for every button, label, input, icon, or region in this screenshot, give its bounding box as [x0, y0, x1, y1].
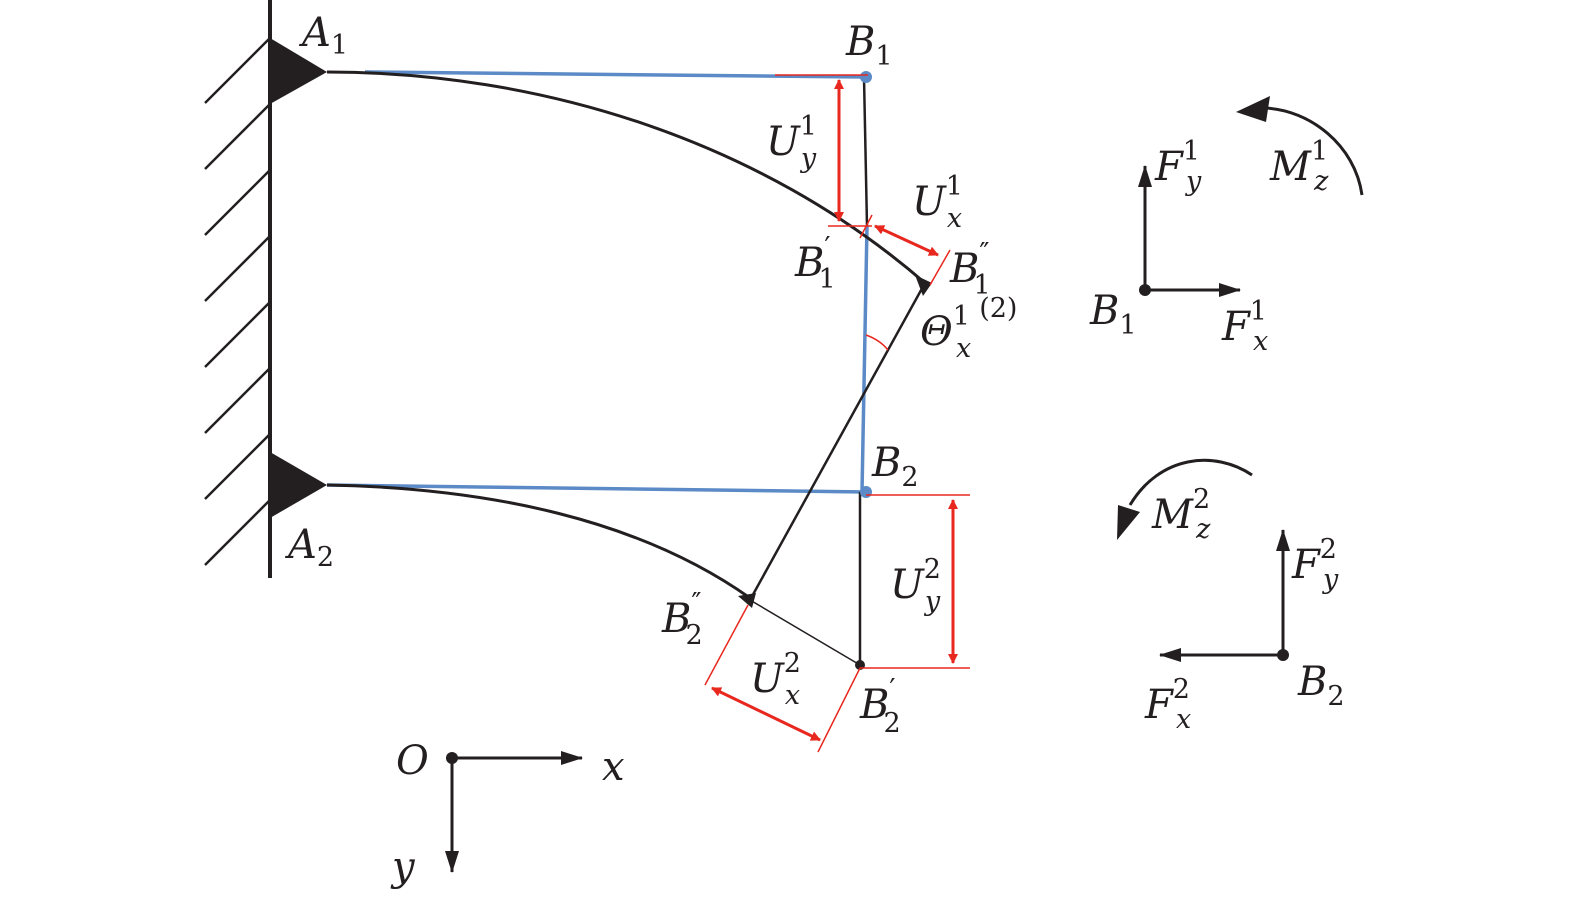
theta-angle-arc — [865, 334, 889, 351]
dimension-uy1 — [775, 74, 872, 227]
free-body-b2 — [1117, 458, 1290, 662]
fixed-wall — [204, 0, 272, 578]
label-a1: A1 — [298, 10, 348, 61]
coordinate-system — [445, 751, 583, 873]
node-b1 — [860, 71, 872, 83]
label-fb-b1: B1 — [1089, 288, 1137, 341]
label-b1-double-prime: B″1 — [949, 238, 991, 301]
dimension-ux2 — [704, 604, 861, 753]
vertical-b1 — [862, 76, 869, 227]
label-a2: A2 — [284, 522, 334, 573]
deformed-beam-2 — [326, 483, 751, 600]
node-b2 — [860, 486, 872, 498]
dimension-ux1 — [859, 214, 951, 286]
label-b2: B2 — [871, 440, 919, 493]
undeformed-connector — [860, 225, 869, 493]
dimension-uy2 — [860, 494, 970, 669]
free-body-b1 — [1138, 96, 1364, 297]
undeformed-beam-1 — [364, 70, 868, 79]
origin-dot — [446, 752, 458, 764]
label-origin: O — [396, 738, 429, 784]
deformed-connector — [748, 282, 927, 601]
label-b1: B1 — [845, 19, 893, 72]
support-a1 — [270, 38, 327, 104]
label-b2-double-prime: B″2 — [661, 588, 703, 651]
support-a2 — [270, 452, 327, 518]
label-x-axis: x — [602, 744, 625, 790]
b2-to-b2pp-line — [749, 599, 861, 666]
label-b2-prime: B′2 — [859, 674, 901, 739]
label-y-axis: y — [390, 844, 416, 890]
label-b1-prime: B′1 — [794, 232, 836, 295]
label-fb-b2: B2 — [1297, 659, 1345, 712]
undeformed-beam-2 — [326, 483, 868, 494]
deformed-beam-1 — [326, 70, 926, 285]
